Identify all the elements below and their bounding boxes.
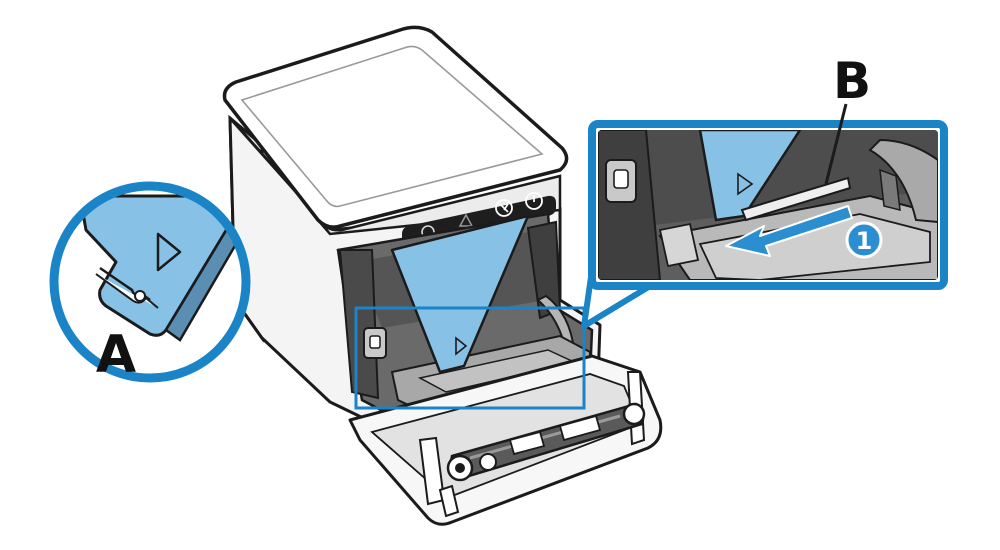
- step-number: 1: [856, 227, 873, 255]
- step-badge: [845, 221, 883, 259]
- left-guide-wall: [338, 249, 380, 400]
- printer-lid-inner: [240, 45, 544, 208]
- warning-icon: [458, 213, 474, 227]
- label-a: A: [96, 325, 136, 385]
- detail-callout: 1: [581, 120, 948, 329]
- paper-direction-mark: [455, 336, 468, 356]
- label-b: B: [833, 52, 871, 110]
- feed-icon: [495, 199, 513, 217]
- paper-sheet: [390, 214, 530, 374]
- platen-roller: [446, 402, 646, 482]
- paper-guide-b: [740, 176, 852, 222]
- magnified-direction-mark: [156, 232, 182, 272]
- direction-arrow-icon: [725, 205, 853, 257]
- label-b-leader: [824, 103, 848, 185]
- printer: [222, 25, 663, 526]
- detail-magnifier-icon: [49, 181, 251, 383]
- power-icon: [525, 192, 543, 210]
- detail-highlight-frame: [354, 306, 586, 410]
